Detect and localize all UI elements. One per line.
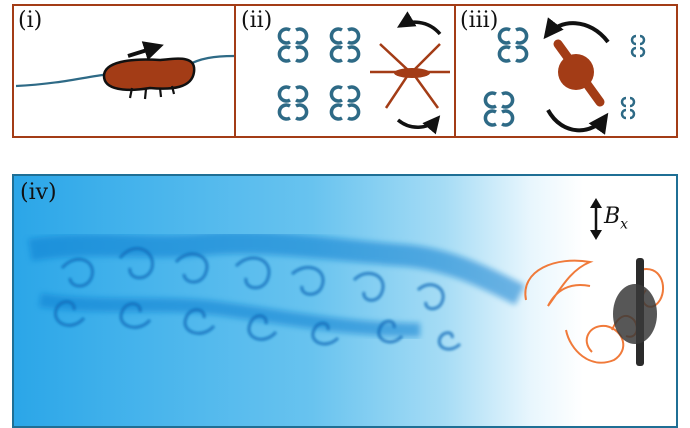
rotating-disc-photo: [613, 258, 657, 366]
rotation-arrow-upper: [543, 17, 610, 44]
vortex-icons: [483, 27, 646, 127]
panel-iii: (iii): [454, 4, 678, 138]
swimmer-body: [102, 57, 196, 92]
panel-ii-graphic: [277, 11, 450, 135]
top-row-frame: [12, 4, 678, 138]
panel-i: (i): [12, 4, 234, 138]
motion-arrow: [127, 41, 164, 61]
panel-ii: (ii): [234, 4, 454, 138]
vortex-pair-icon: [277, 27, 361, 121]
rotation-arrow-top: [396, 11, 442, 36]
panel-iii-label: (iii): [460, 8, 499, 33]
field-label-main: B: [604, 204, 621, 229]
field-direction-icon: [590, 198, 602, 240]
panel-iii-graphic: [483, 17, 646, 135]
dye-rollups: [54, 247, 462, 351]
free-surface-line: [15, 72, 111, 88]
field-label-subscript: x: [620, 216, 629, 233]
rotation-arrow-lower: [546, 108, 609, 135]
panel-ii-label: (ii): [241, 8, 273, 33]
swimmer-legs: [128, 85, 176, 100]
rotation-arrow-bottom: [396, 115, 441, 135]
panel-iv-label: (iv): [20, 180, 57, 205]
panel-i-graphic: [15, 41, 235, 100]
field-label: Bx: [604, 204, 628, 232]
rotating-disc: [553, 39, 605, 107]
dye-vortex-street: [28, 231, 525, 337]
swimmer-body-top-view: [370, 43, 450, 109]
panel-i-label: (i): [18, 8, 43, 33]
